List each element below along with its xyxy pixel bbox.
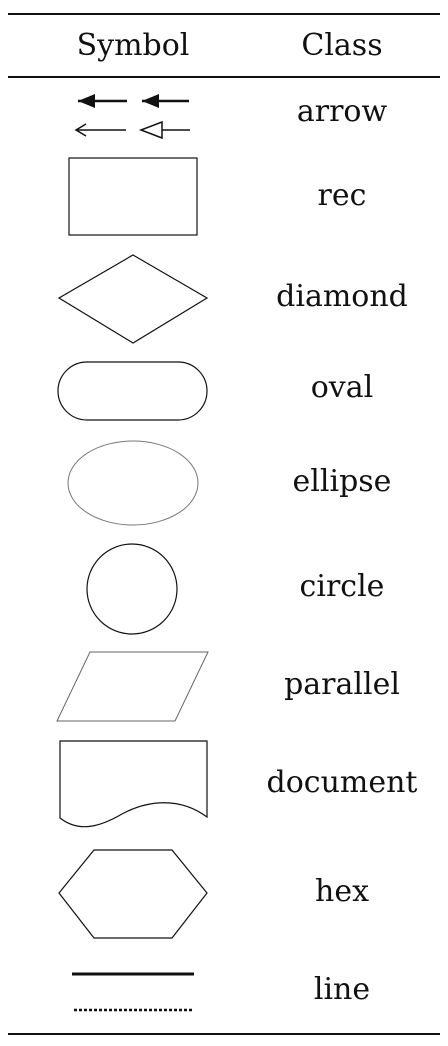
class-label-parallel: parallel: [284, 667, 400, 702]
document-icon: [59, 740, 208, 828]
header-class: Class: [301, 28, 383, 63]
class-label-circle: circle: [299, 569, 385, 604]
class-label-oval: oval: [310, 370, 374, 405]
class-label-rec: rec: [317, 178, 367, 213]
class-label-hex: hex: [315, 874, 369, 909]
diamond-icon: [57, 254, 209, 344]
class-label-ellipse: ellipse: [292, 464, 392, 499]
class-label-diamond: diamond: [276, 279, 408, 314]
table-header-rule: [8, 76, 440, 78]
table-top-rule: [8, 13, 440, 15]
line-icon: [72, 972, 194, 1012]
parallelogram-icon: [56, 651, 209, 722]
oval-icon: [57, 361, 208, 421]
class-label-arrow: arrow: [296, 94, 388, 129]
class-label-document: document: [266, 765, 418, 800]
class-label-line: line: [313, 972, 371, 1007]
header-symbol: Symbol: [76, 28, 190, 63]
rectangle-icon: [68, 157, 198, 236]
table-bottom-rule: [8, 1033, 440, 1035]
circle-icon: [86, 543, 178, 635]
arrow-icon: [74, 94, 190, 140]
ellipse-icon: [67, 440, 199, 526]
hexagon-icon: [58, 849, 208, 939]
